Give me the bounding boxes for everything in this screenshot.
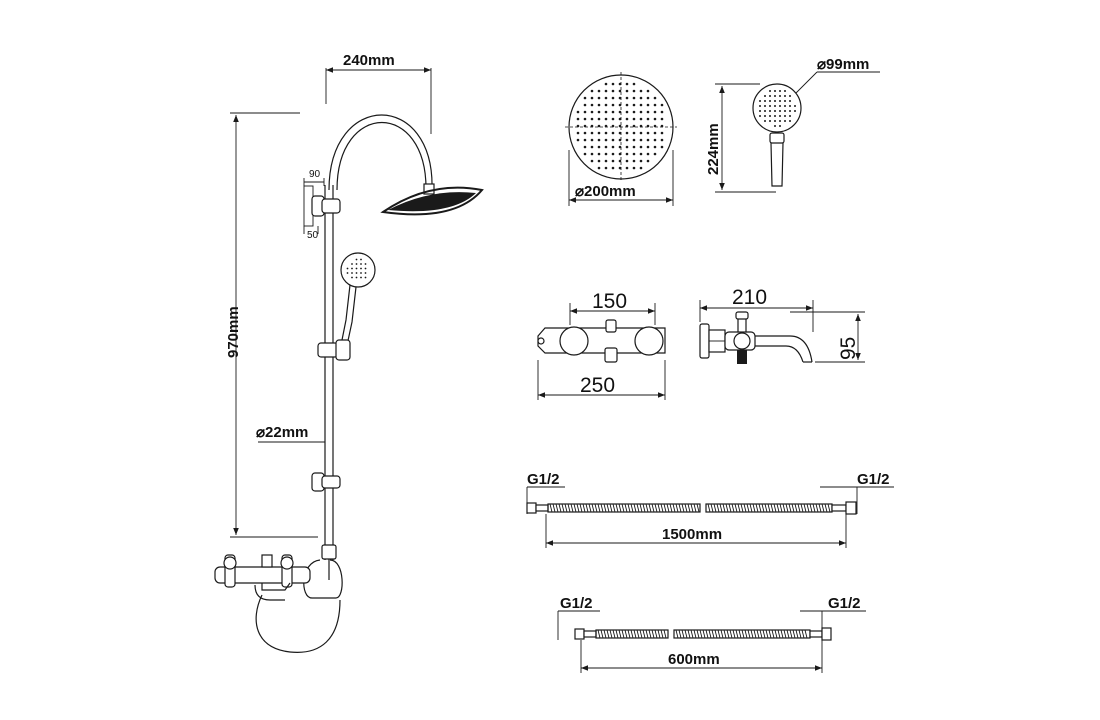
spout-length-label: 210: [732, 286, 767, 309]
dim-width-top-label: 240mm: [343, 52, 395, 69]
mixer-side-view: 210 95: [699, 286, 865, 364]
dim-width-top: 240mm: [325, 52, 432, 134]
hose-short-thread-left: G1/2: [560, 595, 593, 612]
overhead-head-plan: ⌀200mm: [565, 72, 677, 206]
hose-short-length-label: 600mm: [668, 651, 720, 668]
hose-short: G1/2 G1/2 600mm: [557, 595, 866, 673]
overhead-shower-head: [380, 186, 484, 216]
head-diameter-label: ⌀200mm: [575, 183, 636, 200]
mixer-length-label: 250: [580, 374, 615, 397]
wall-bracket-top: 90 50: [303, 169, 341, 241]
mixer-spacing-label: 150: [592, 290, 627, 313]
wall-bracket-bottom: [311, 472, 341, 492]
pipe-diameter-label: ⌀22mm: [256, 424, 308, 441]
dim-pipe-diameter: ⌀22mm: [256, 424, 325, 443]
dim-height-total-label: 970mm: [225, 306, 242, 358]
bath-mixer: [214, 554, 311, 601]
hose-long-length-label: 1500mm: [662, 526, 722, 543]
bracket-lower-label: 50: [307, 230, 319, 241]
hand-shower-plan: ⌀99mm 224mm: [705, 56, 880, 193]
hose-long: G1/2 G1/2 1500mm: [526, 471, 894, 548]
dim-height-total: 970mm: [225, 112, 318, 538]
hose-short-thread-right: G1/2: [828, 595, 861, 612]
hand-diameter-label: ⌀99mm: [817, 56, 869, 73]
hose-long-thread-right: G1/2: [857, 471, 890, 488]
mixer-front-view: 150 250: [537, 290, 666, 400]
slider-holder: [317, 339, 351, 361]
bracket-upper-label: 90: [309, 169, 321, 180]
hose-long-thread-left: G1/2: [527, 471, 560, 488]
spout-height-label: 95: [837, 337, 860, 360]
hand-shower: [339, 252, 376, 351]
hand-length-label: 224mm: [705, 123, 722, 175]
shower-column-assembly: 90 50: [214, 114, 484, 653]
